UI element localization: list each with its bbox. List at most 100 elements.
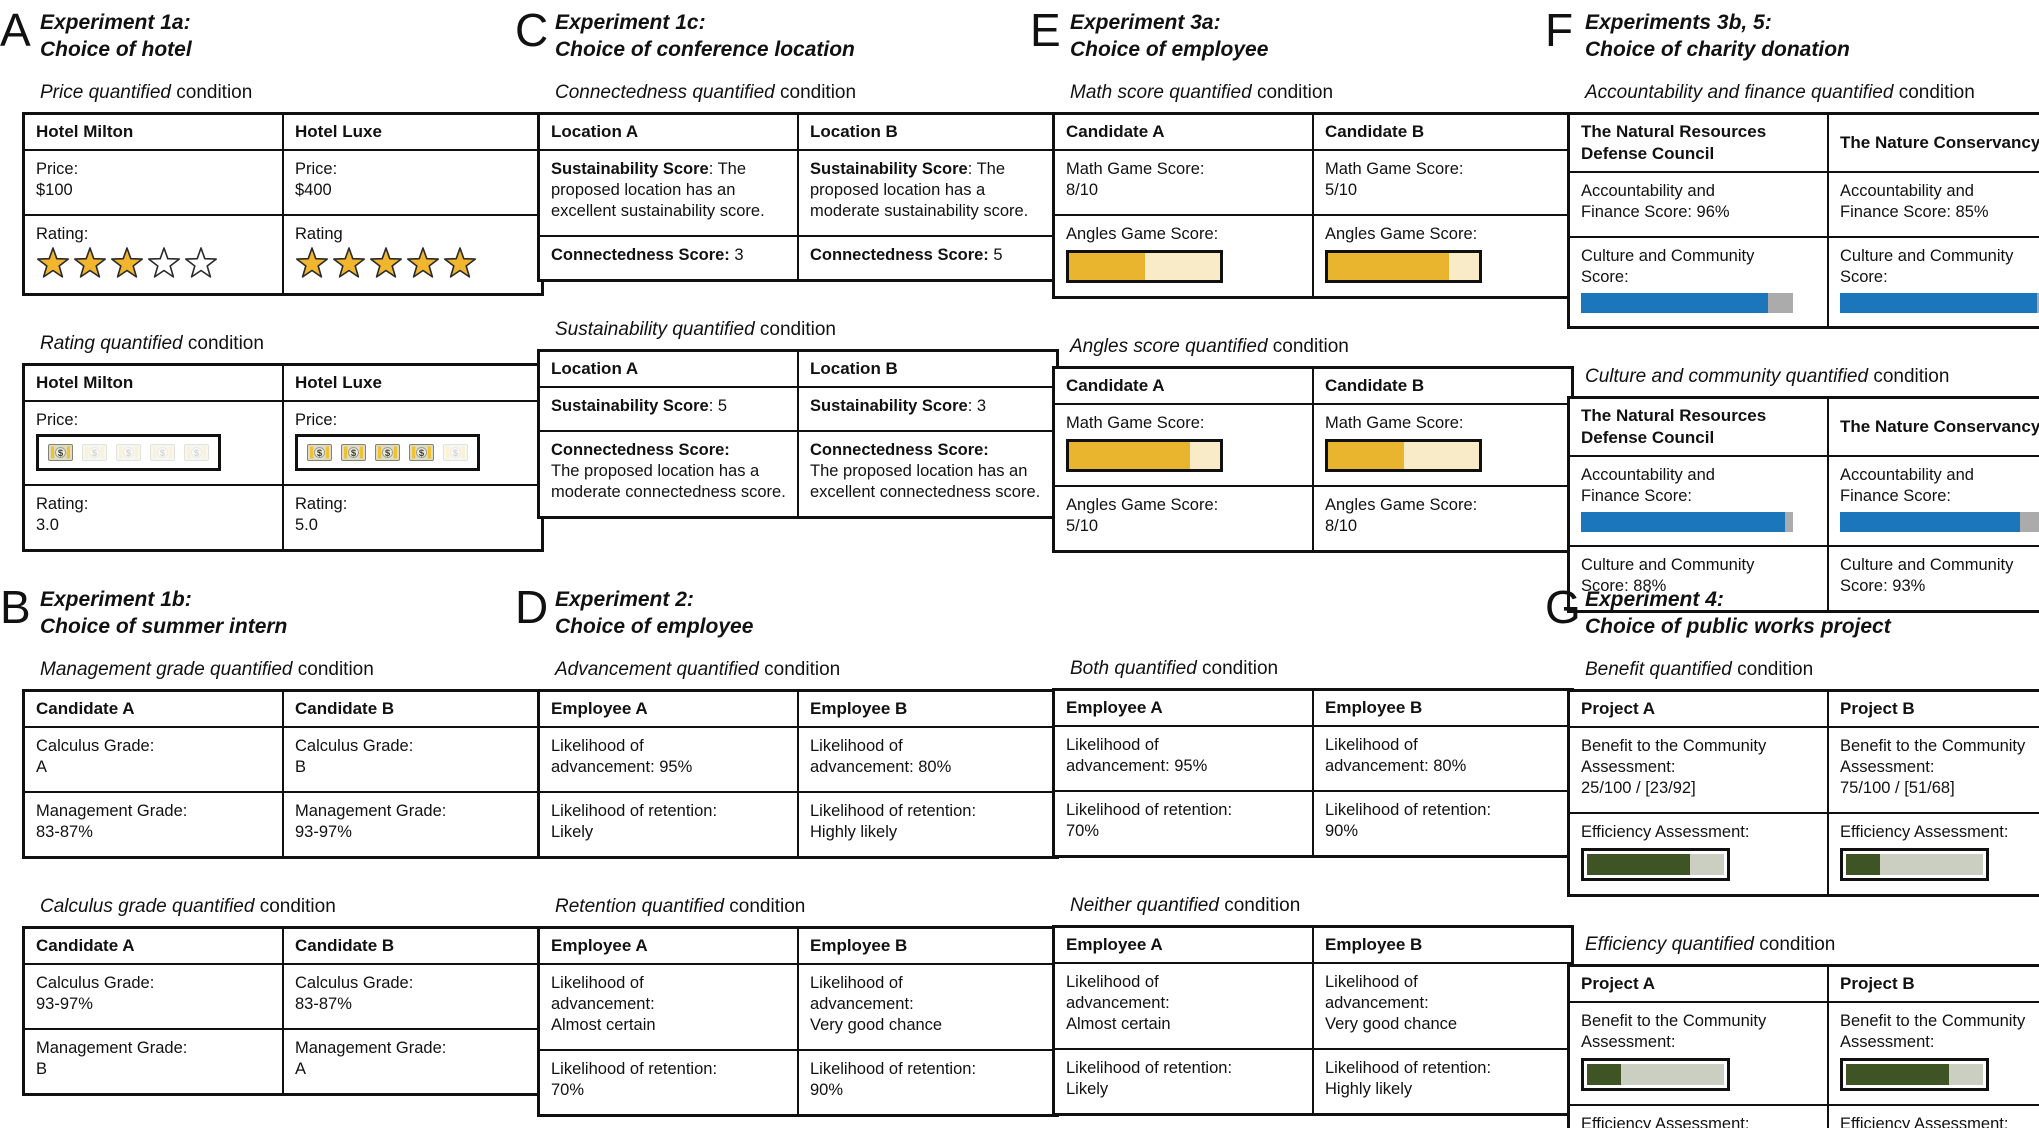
panel-title-spacer <box>1052 585 1522 639</box>
panel-letter: C <box>515 4 549 56</box>
table-row: Price:$$$$$Price:$$$$$ <box>22 400 544 486</box>
svg-text:$: $ <box>385 448 391 459</box>
table-cell: Price:$$$$$ <box>282 400 544 486</box>
cell-text: $100 <box>36 181 73 199</box>
progress-bar-track <box>1846 854 1983 875</box>
condition-label: Sustainability quantified condition <box>555 318 1007 342</box>
condition-name: Price quantified <box>40 82 171 103</box>
cell-text: Sustainability Score: 5 <box>551 396 786 417</box>
table-header-cell: Location B <box>797 349 1059 388</box>
table-cell: Efficiency Assessment: <box>1567 812 1829 897</box>
progress-bar-track <box>1587 1064 1724 1085</box>
cell-text: Sustainability Score: The proposed locat… <box>810 159 1045 222</box>
condition-name: Angles score quantified <box>1070 336 1268 357</box>
cell-text-rest: 5 <box>988 246 1003 264</box>
cell-text: 70% <box>551 1081 585 1099</box>
table-cell: Efficiency Assessment: <box>1827 812 2039 897</box>
cell-text: 93-97% <box>295 823 352 841</box>
svg-text:$: $ <box>58 448 64 459</box>
table-cell: Likelihood of retention:90% <box>1312 790 1574 858</box>
condition-name: Connectedness quantified <box>555 82 775 103</box>
condition-name: Both quantified <box>1070 658 1197 679</box>
table-cell: Price:$100 <box>22 149 284 216</box>
progress-bar-track <box>1846 1064 1983 1085</box>
condition-name: Math score quantified <box>1070 82 1252 103</box>
cell-text: B <box>36 1060 48 1078</box>
table-row: Connectedness Score:The proposed locatio… <box>537 430 1059 519</box>
condition-section: Accountability and finance quantified co… <box>1567 81 2039 329</box>
table-header-cell: Employee A <box>1052 925 1314 964</box>
table-cell: Management Grade:A <box>282 1028 544 1096</box>
table-cell: Efficiency Assessment:25/100 / [23/92] <box>1827 1104 2039 1128</box>
star-filled-icon <box>369 247 403 280</box>
cell-text-bold: Sustainability Score <box>551 160 709 178</box>
condition-suffix: condition <box>754 319 836 340</box>
cell-text: 75/100 / [51/68] <box>1840 779 1955 797</box>
panel-title-line: Choice of charity donation <box>1585 38 1850 61</box>
panel-letter: E <box>1030 4 1061 56</box>
condition-name: Management grade quantified <box>40 659 293 680</box>
cell-text: advancement: 80% <box>810 758 952 776</box>
table-cell: Connectedness Score:The proposed locatio… <box>797 430 1059 519</box>
cell-text: Calculus Grade: <box>36 737 155 755</box>
table-cell: Calculus Grade:A <box>22 726 284 793</box>
cell-text: Connectedness Score: <box>810 440 1045 461</box>
panel-title-line: Choice of employee <box>1070 38 1269 61</box>
gold-progress-bar <box>1325 439 1482 472</box>
table-header-cell: Project B <box>1827 689 2039 728</box>
cell-text: A <box>295 1060 307 1078</box>
panel-title-line: Choice of employee <box>555 615 754 638</box>
cell-text: Math Game Score: <box>1325 414 1464 432</box>
cell-text: Angles Game Score: <box>1325 496 1478 514</box>
cell-text: 83-87% <box>295 995 352 1013</box>
condition-label: Both quantified condition <box>1070 657 1522 681</box>
cell-text: Rating: <box>36 495 89 513</box>
cell-text-bold: Sustainability Score <box>551 397 709 415</box>
cell-text: advancement: 80% <box>1325 757 1467 775</box>
cell-text: Likelihood of retention: <box>810 1060 977 1078</box>
panel-title-line: Experiment 1c: <box>555 11 706 34</box>
condition-label: Culture and community quantified conditi… <box>1585 365 2037 389</box>
gold-progress-bar <box>1325 250 1482 283</box>
condition-suffix: condition <box>170 82 253 103</box>
cell-text: Score: 93% <box>1840 577 1926 595</box>
table-row: Management Grade:83-87%Management Grade:… <box>22 791 544 859</box>
cell-text: 5.0 <box>295 516 318 534</box>
condition-label: Rating quantified condition <box>40 332 492 356</box>
table-cell: Rating: <box>22 214 284 296</box>
table-header-cell: The Nature Conservancy <box>1827 112 2039 173</box>
money-bill-icon-faded: $ <box>150 444 175 461</box>
cell-text: advancement: 95% <box>1066 757 1208 775</box>
money-bill-icon-faded: $ <box>184 444 209 461</box>
table-cell: Rating <box>282 214 544 296</box>
table-header-cell: Employee A <box>537 926 799 965</box>
table-header-cell: Candidate B <box>282 689 544 728</box>
condition-suffix: condition <box>1868 366 1950 387</box>
cell-text: Price: <box>295 160 338 178</box>
star-filled-icon <box>110 247 144 280</box>
cell-text: Almost certain <box>551 1016 656 1034</box>
cell-text: Likelihood of retention: <box>1066 1059 1233 1077</box>
cell-text: Likely <box>551 823 594 841</box>
